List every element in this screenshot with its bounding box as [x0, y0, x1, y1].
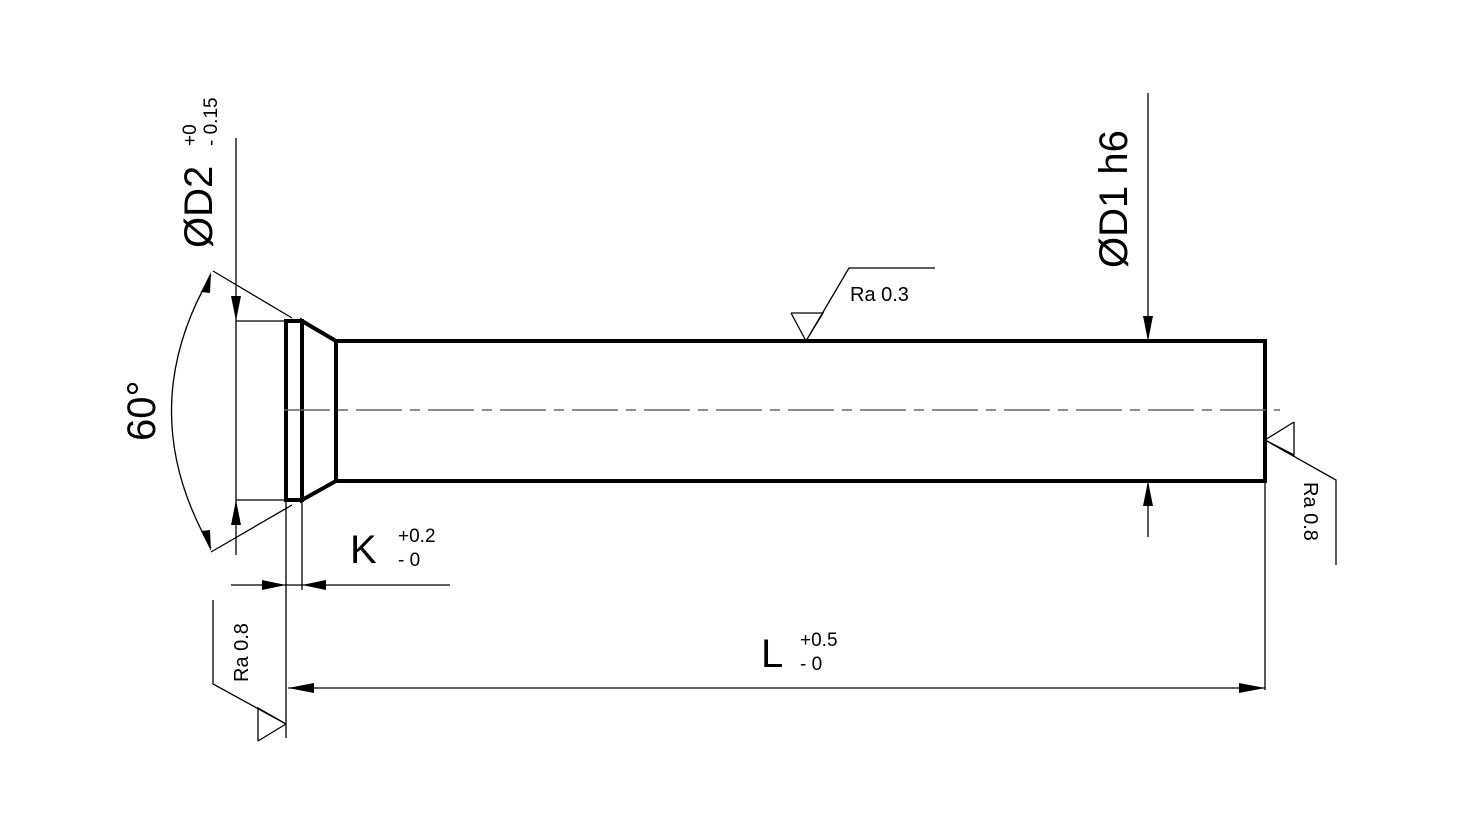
- k-tolerance-lower: - 0: [398, 550, 420, 571]
- k-tolerance-upper: +0.2: [398, 526, 436, 547]
- l-arrow-right: [1239, 683, 1265, 693]
- d2-arrow-bottom: [231, 500, 241, 525]
- k-dimension: K +0.2 - 0: [231, 502, 450, 738]
- d1-arrow-bottom: [1143, 481, 1153, 506]
- angle-arrow-bottom: [201, 530, 211, 551]
- k-arrow-right: [302, 580, 326, 590]
- k-label: K: [350, 528, 377, 572]
- l-label: L: [761, 632, 783, 676]
- roughness-head-short-leg: [257, 723, 287, 742]
- l-dimension: L +0.5 - 0: [288, 483, 1266, 693]
- pin-shaft-outline: [334, 339, 1267, 483]
- roughness-end-short-leg: [1264, 421, 1295, 441]
- roughness-end-label: Ra 0.8: [1299, 482, 1321, 541]
- angle-arrow-top: [201, 272, 211, 293]
- angle-label: 60°: [120, 381, 164, 442]
- angle-dimension: 60°: [120, 270, 293, 553]
- d1-label: ØD1 h6: [1092, 130, 1136, 268]
- l-tolerance-lower: - 0: [800, 654, 822, 675]
- angle-extension-bottom: [210, 504, 293, 553]
- angle-arc: [170, 274, 212, 549]
- k-arrow-left: [262, 580, 286, 590]
- roughness-symbol-shaft: Ra 0.3: [790, 267, 935, 342]
- d2-tolerance-upper: +0: [180, 124, 201, 146]
- roughness-symbol-head-face: Ra 0.8: [212, 600, 287, 742]
- d2-dimension: ØD2 +0 - 0.15: [177, 97, 286, 555]
- d1-arrow-top: [1143, 316, 1153, 341]
- d2-arrow-top: [231, 296, 241, 321]
- roughness-head-label: Ra 0.8: [231, 623, 253, 682]
- roughness-symbol-end-face: Ra 0.8: [1264, 421, 1337, 565]
- l-arrow-left: [288, 683, 314, 693]
- d2-tolerance-lower: - 0.15: [201, 97, 222, 146]
- d1-dimension: ØD1 h6: [1092, 93, 1153, 537]
- roughness-shaft-label: Ra 0.3: [850, 284, 909, 306]
- d2-label: ØD2: [177, 166, 221, 248]
- l-tolerance-upper: +0.5: [800, 630, 838, 651]
- angle-extension-top: [212, 270, 293, 319]
- roughness-shaft-short-leg: [790, 312, 807, 342]
